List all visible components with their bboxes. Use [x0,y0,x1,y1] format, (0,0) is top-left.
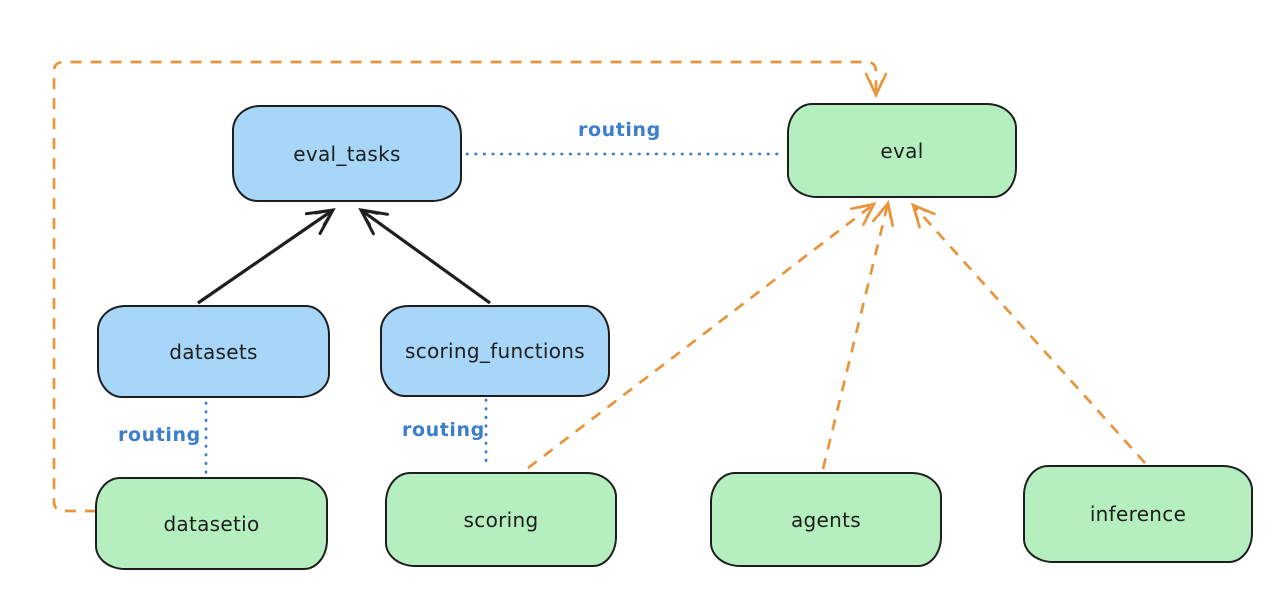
edge-datasetio-to-eval [52,60,888,513]
node-inference-label: inference [1089,502,1187,526]
routing-label-scoring-functions-scoring: routing [402,419,485,441]
edge-scoring-to-eval [527,202,877,470]
node-scoring-label: scoring [463,507,539,532]
edge-agents-to-eval [821,200,895,470]
node-scoring-functions: scoring_functions [380,305,610,397]
node-datasets: datasets [97,305,330,398]
node-eval-label: eval [880,138,924,163]
edge-scoring-functions-to-eval-tasks [358,208,491,305]
node-datasets-label: datasets [169,339,258,364]
node-agents: agents [710,472,942,567]
node-scoring-functions-label: scoring_functions [404,339,586,363]
node-eval-tasks: eval_tasks [232,105,462,202]
edge-inference-to-eval [910,202,1147,464]
node-scoring: scoring [385,472,617,567]
routing-label-eval-tasks-eval: routing [578,119,661,141]
edge-datasets-to-eval-tasks [197,208,336,305]
node-eval: eval [787,103,1017,198]
node-inference: inference [1023,465,1253,563]
node-eval-tasks-label: eval_tasks [293,141,401,166]
node-datasetio: datasetio [95,477,328,570]
routing-label-datasets-datasetio: routing [118,424,201,446]
node-datasetio-label: datasetio [163,511,260,536]
node-agents-label: agents [791,507,861,532]
